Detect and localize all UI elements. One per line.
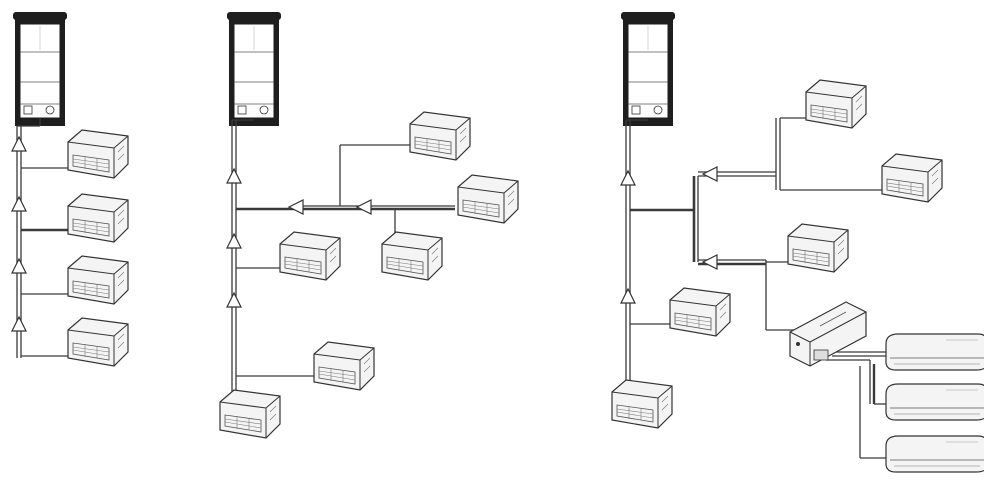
cassette-unit bbox=[279, 231, 341, 281]
distribution-box bbox=[789, 301, 867, 367]
wall-unit bbox=[885, 435, 984, 473]
cassette-unit bbox=[67, 255, 129, 305]
pipes bbox=[16, 118, 72, 358]
cassette-unit bbox=[881, 153, 943, 203]
branch-joint-icon bbox=[226, 233, 242, 249]
cassette-unit bbox=[457, 174, 519, 224]
branch-joint-icon bbox=[288, 199, 304, 215]
cassette-unit bbox=[409, 111, 471, 161]
branch-joint-icon bbox=[11, 136, 27, 152]
diagram-header-bc-box bbox=[611, 11, 984, 473]
pipes bbox=[231, 119, 455, 400]
branch-joint-icon bbox=[356, 199, 372, 215]
cassette-unit bbox=[611, 379, 673, 429]
diagram-series bbox=[11, 11, 129, 367]
branch-joint-icon bbox=[11, 258, 27, 274]
outdoor-unit bbox=[226, 11, 282, 127]
cassette-unit bbox=[313, 341, 375, 391]
outdoor-unit bbox=[620, 11, 676, 127]
branch-joint-icon bbox=[702, 166, 718, 182]
wall-unit bbox=[885, 333, 984, 371]
branch-joint-icon bbox=[226, 168, 242, 184]
branch-joint-icon bbox=[620, 170, 636, 186]
branch-joint-icon bbox=[226, 292, 242, 308]
wall-unit bbox=[885, 383, 984, 421]
branch-joint-icon bbox=[11, 316, 27, 332]
cassette-unit bbox=[219, 389, 281, 439]
branch-joint-icon bbox=[702, 254, 718, 270]
cassette-unit bbox=[381, 231, 443, 281]
outdoor-unit bbox=[12, 11, 68, 127]
cassette-unit bbox=[67, 193, 129, 243]
cassette-unit bbox=[805, 79, 867, 129]
cassette-unit bbox=[67, 129, 129, 179]
cassette-unit bbox=[669, 287, 731, 337]
branch-joint-icon bbox=[620, 288, 636, 304]
branch-joint-icon bbox=[11, 196, 27, 212]
cassette-unit bbox=[67, 317, 129, 367]
cassette-unit bbox=[787, 223, 849, 273]
diagram-branch-tree bbox=[219, 11, 519, 439]
